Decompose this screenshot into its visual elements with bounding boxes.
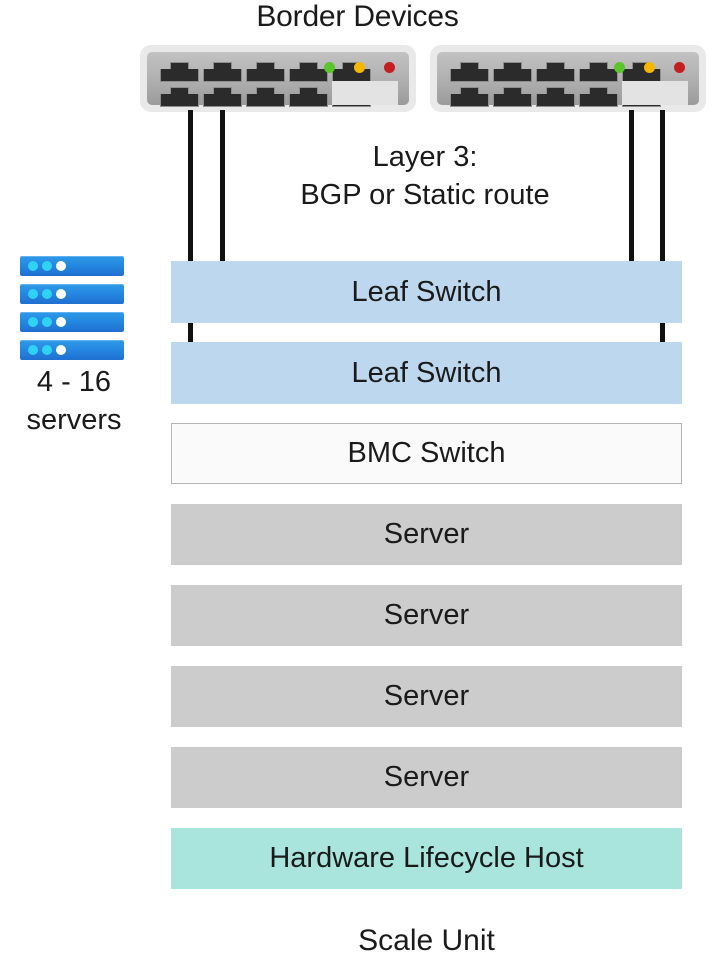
rack-row-leaf-switch-2[interactable]: Leaf Switch: [171, 342, 682, 404]
switch-chassis: [147, 52, 409, 108]
servers-count-label: 4 - 16 servers: [26, 366, 122, 436]
led-red-icon: [384, 62, 395, 73]
rack-row-server-4[interactable]: Server: [171, 747, 682, 808]
server-stack-icon: [20, 256, 124, 368]
layer3-annotation: Layer 3: BGP or Static route: [300, 141, 550, 211]
rack-row-label: Server: [383, 761, 470, 793]
led-red-icon: [674, 62, 685, 73]
scale-unit-title: Scale Unit: [358, 924, 495, 957]
server-dot-cyan-icon: [42, 289, 52, 299]
rj45-port-icon[interactable]: [535, 86, 575, 108]
rj45-port-icon[interactable]: [202, 86, 242, 108]
server-bar-dots: [28, 289, 66, 299]
server-dot-cyan-icon: [28, 345, 38, 355]
server-dot-white-icon: [56, 317, 66, 327]
rack-row-hardware-lifecycle-host[interactable]: Hardware Lifecycle Host: [171, 828, 682, 889]
rj45-port-icon[interactable]: [202, 61, 242, 83]
rj45-port-icon[interactable]: [492, 86, 532, 108]
rack-row-server-3[interactable]: Server: [171, 666, 682, 727]
switch-display-panel: [622, 81, 688, 105]
rj45-port-icon[interactable]: [159, 61, 199, 83]
rj45-port-icon[interactable]: [449, 86, 489, 108]
rj45-port-icon[interactable]: [492, 61, 532, 83]
server-dot-cyan-icon: [42, 345, 52, 355]
border-device-left[interactable]: [140, 45, 416, 112]
rj45-port-icon[interactable]: [159, 86, 199, 108]
rack-row-label: BMC Switch: [347, 437, 506, 469]
rack-row-label: Leaf Switch: [351, 356, 502, 389]
rack-row-leaf-switch-1[interactable]: Leaf Switch: [171, 261, 682, 323]
server-dot-white-icon: [56, 261, 66, 271]
server-dot-cyan-icon: [28, 317, 38, 327]
server-dot-cyan-icon: [28, 261, 38, 271]
server-bar-dots: [28, 261, 66, 271]
rack-row-label: Server: [383, 680, 470, 712]
rj45-port-icon[interactable]: [245, 61, 285, 83]
rack-row-label: Server: [383, 599, 470, 631]
rj45-port-icon[interactable]: [288, 61, 328, 83]
rj45-port-icon[interactable]: [449, 61, 489, 83]
cable-right-inner: [629, 110, 634, 262]
border-devices-title: Border Devices: [256, 0, 459, 33]
rack-row-label: Hardware Lifecycle Host: [269, 842, 584, 874]
server-dot-white-icon: [56, 289, 66, 299]
server-bar-dots: [28, 317, 66, 327]
server-dot-cyan-icon: [42, 261, 52, 271]
rj45-port-icon[interactable]: [578, 61, 618, 83]
switch-display-panel: [332, 81, 398, 105]
rack-row-server-2[interactable]: Server: [171, 585, 682, 646]
led-green-icon: [614, 62, 625, 73]
switch-chassis: [437, 52, 699, 108]
led-row-left: [324, 62, 395, 73]
cable-left-outer: [188, 110, 193, 347]
rack-row-server-1[interactable]: Server: [171, 504, 682, 565]
server-bar-icon: [20, 312, 124, 332]
rj45-port-icon[interactable]: [535, 61, 575, 83]
cable-left-inner: [220, 110, 225, 262]
server-bar-icon: [20, 340, 124, 360]
server-bar-dots: [28, 345, 66, 355]
port-grid-right: [449, 61, 661, 108]
server-dot-white-icon: [56, 345, 66, 355]
led-amber-icon: [354, 62, 365, 73]
server-dot-cyan-icon: [28, 289, 38, 299]
server-dot-cyan-icon: [42, 317, 52, 327]
rj45-port-icon[interactable]: [288, 86, 328, 108]
server-bar-icon: [20, 284, 124, 304]
server-bar-icon: [20, 256, 124, 276]
led-amber-icon: [644, 62, 655, 73]
cable-right-outer: [660, 110, 665, 347]
border-device-right[interactable]: [430, 45, 706, 112]
led-row-right: [614, 62, 685, 73]
led-green-icon: [324, 62, 335, 73]
rack-row-label: Leaf Switch: [351, 275, 502, 308]
rack-row-bmc-switch[interactable]: BMC Switch: [171, 423, 682, 484]
rj45-port-icon[interactable]: [245, 86, 285, 108]
rj45-port-icon[interactable]: [578, 86, 618, 108]
rack-row-label: Server: [383, 518, 470, 550]
